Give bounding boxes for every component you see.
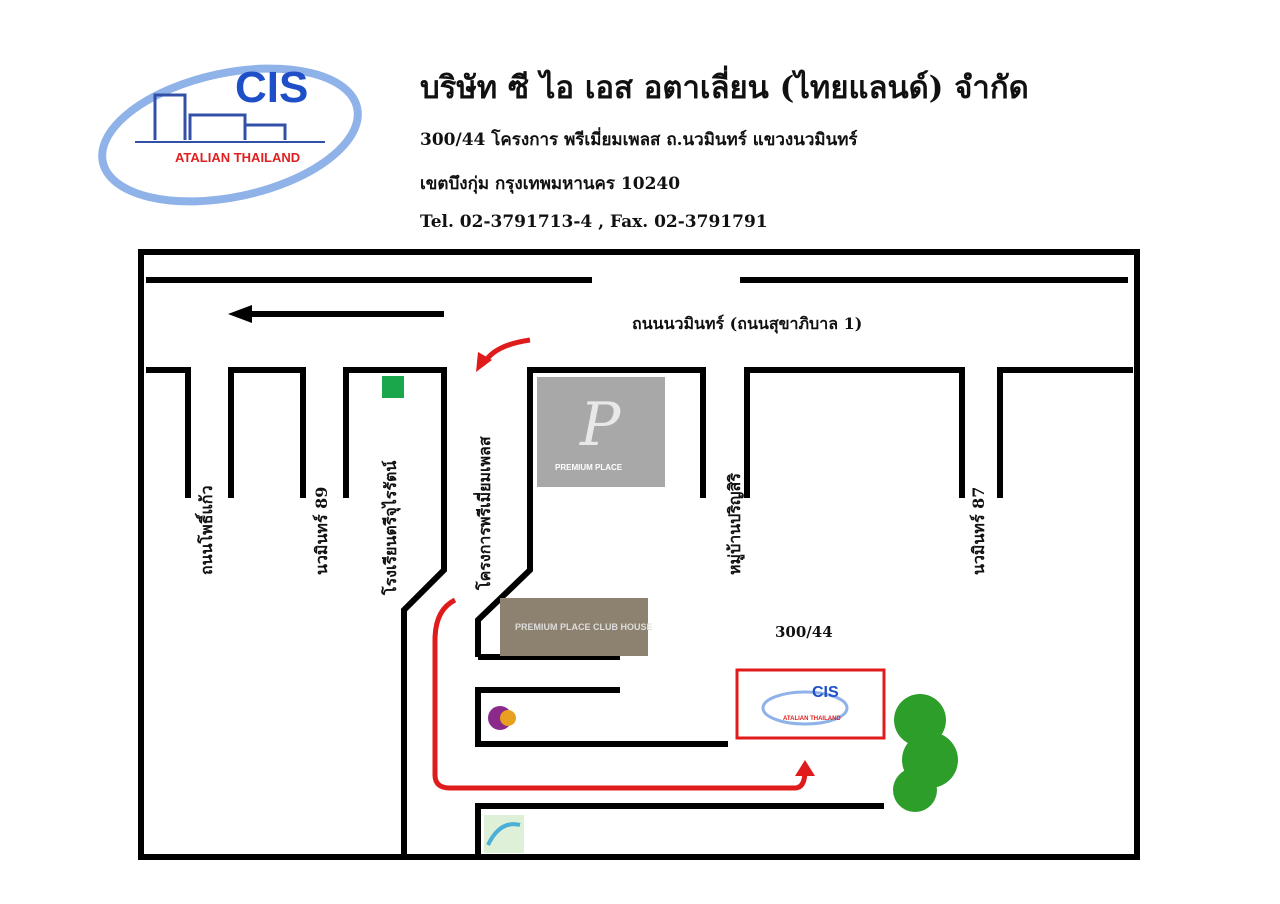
premium-place-sign: P PREMIUM PLACE — [537, 377, 665, 487]
tree-icon — [893, 694, 958, 812]
street-label: โครงการพรีเมี่ยมเพลส — [473, 436, 494, 591]
svg-text:CIS: CIS — [235, 63, 308, 112]
street-label: หมู่บ้านปริญสิริ — [725, 473, 746, 575]
svg-text:PREMIUM PLACE CLUB HOUSE: PREMIUM PLACE CLUB HOUSE — [515, 622, 653, 632]
route-arrow-icon — [795, 760, 815, 776]
destination-box: CIS ATALIAN THAILAND — [735, 668, 886, 740]
street-label: ถนนโพธิ์แก้ว — [195, 486, 216, 575]
contact-line: Tel. 02-3791713-4 , Fax. 02-3791791 — [420, 212, 768, 232]
address-line-1: 300/44 โครงการ พรีเมี่ยมเพลส ถ.นวมินทร์ … — [420, 130, 858, 150]
street-label: โรงเรียนตรีจุไรรัตน์ — [380, 461, 401, 596]
direction-arrow-icon — [228, 305, 252, 323]
landmark-logo-icon — [484, 815, 524, 853]
svg-text:ATALIAN THAILAND: ATALIAN THAILAND — [175, 150, 300, 165]
club-house-sign: PREMIUM PLACE CLUB HOUSE — [500, 598, 653, 656]
company-logo: CIS ATALIAN THAILAND — [98, 63, 362, 206]
thai-airways-logo-icon — [488, 706, 516, 730]
company-name: บริษัท ซี ไอ เอส อตาเลี่ยน (ไทยแลนด์) จำ… — [420, 70, 1029, 106]
roads — [138, 249, 1140, 860]
route-arrow-icon — [476, 352, 492, 372]
main-road-label: ถนนนวมินทร์ (ถนนสุขาภิบาล 1) — [632, 314, 862, 334]
street-label: นวมินทร์ 89 — [312, 487, 331, 575]
svg-text:P: P — [579, 390, 622, 460]
address-line-2: เขตบึงกุ่ม กรุงเทพมหานคร 10240 — [420, 174, 681, 194]
destination-address: 300/44 — [775, 623, 833, 641]
svg-text:ATALIAN THAILAND: ATALIAN THAILAND — [783, 716, 841, 722]
school-marker-icon — [382, 376, 404, 398]
street-label: นวมินทร์ 87 — [969, 487, 988, 575]
svg-text:PREMIUM PLACE: PREMIUM PLACE — [555, 463, 623, 472]
svg-text:CIS: CIS — [812, 684, 839, 701]
